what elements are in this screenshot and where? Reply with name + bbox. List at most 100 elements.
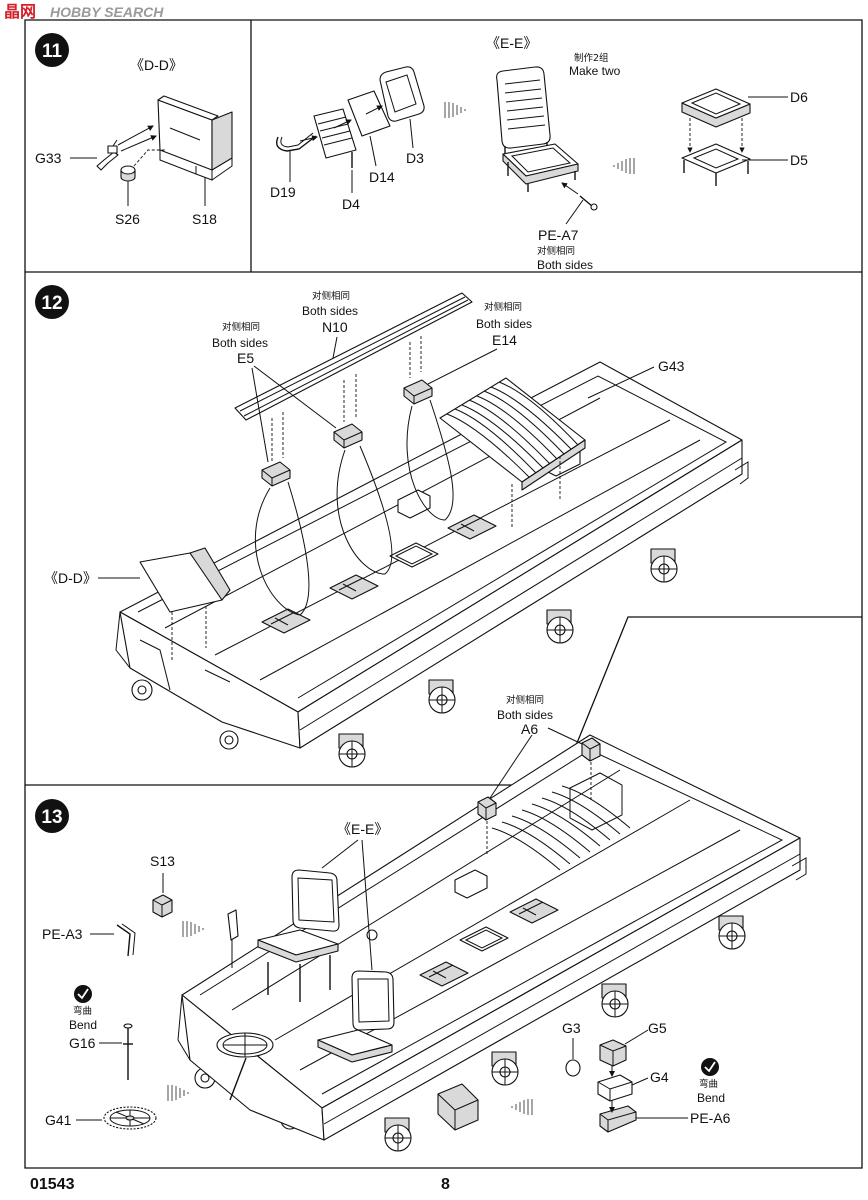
e5-both-sides-cn: 对侧相同 <box>222 321 260 333</box>
panel-frames <box>24 19 863 1169</box>
part-n10-bench <box>234 292 473 462</box>
both-sides-cn: 对侧相同 <box>537 245 575 257</box>
bend-left-cn: 弯曲 <box>73 1005 92 1017</box>
part-label-pe-a6: PE-A6 <box>690 1110 731 1126</box>
assembly-arrows-11-left <box>117 125 166 167</box>
view-ee-label: 《E-E》 <box>486 35 537 51</box>
step-13-number-badge: 13 <box>35 799 69 833</box>
n10-both-sides-en: Both sides <box>302 304 358 318</box>
part-label-g33: G33 <box>35 150 62 166</box>
leader-lines-12 <box>98 336 655 579</box>
part-s13-block <box>152 894 173 918</box>
part-e14-bracket <box>403 379 433 405</box>
part-label-e5: E5 <box>237 350 254 366</box>
part-label-d6: D6 <box>790 89 808 105</box>
part-label-g16: G16 <box>69 1035 96 1051</box>
assembly-flow-arrow-icon <box>182 920 204 938</box>
part-d4-frame <box>313 108 357 168</box>
bend-check-icon <box>74 985 92 1003</box>
logo-brand: HOBBY SEARCH <box>50 4 164 20</box>
part-label-g5: G5 <box>648 1020 667 1036</box>
suspension-unit <box>546 609 574 644</box>
part-g3-disc <box>565 1059 581 1077</box>
bend-right-cn: 弯曲 <box>699 1078 718 1090</box>
a6-both-sides-cn: 对侧相同 <box>506 694 544 706</box>
e14-both-sides-en: Both sides <box>476 317 532 331</box>
part-label-pe-a3: PE-A3 <box>42 926 83 942</box>
step-11-number: 11 <box>42 41 63 62</box>
view-dd-label: 《D-D》 <box>130 57 183 73</box>
suspension-unit <box>131 679 239 750</box>
part-e5-bracket <box>261 423 363 487</box>
part-label-pe-a7: PE-A7 <box>538 227 579 243</box>
part-s26-knob <box>120 165 136 182</box>
assembly-flow-arrow-icon <box>167 1084 189 1102</box>
a6-both-sides-en: Both sides <box>497 708 553 722</box>
part-label-n10: N10 <box>322 319 348 335</box>
bend-right-en: Bend <box>697 1091 725 1105</box>
part-d3-cushion <box>379 66 425 122</box>
leader-lines-d6-d5 <box>742 96 788 161</box>
part-a6-block <box>477 737 601 856</box>
step-12-number: 12 <box>41 293 62 314</box>
step-13-number: 13 <box>41 807 62 828</box>
part-g43-ribbed-cover <box>439 377 586 528</box>
logo-mark: 晶网 <box>4 2 36 21</box>
assembly-arrows-d6-d5 <box>687 118 745 153</box>
part-label-e14: E14 <box>492 332 517 348</box>
assembly-arrows-11-right <box>299 105 383 142</box>
part-label-d5: D5 <box>790 152 808 168</box>
kit-number: 01543 <box>30 1176 75 1193</box>
view-ee-label-13: 《E-E》 <box>337 821 388 837</box>
make-two-cn: 制作2组 <box>574 52 609 64</box>
part-label-s26: S26 <box>115 211 140 227</box>
part-g41-wheel <box>103 1106 157 1130</box>
part-label-s13: S13 <box>150 853 175 869</box>
part-dd-panel <box>139 547 231 660</box>
step-11-number-badge: 11 <box>35 33 69 67</box>
page-number: 8 <box>441 1176 450 1193</box>
part-g4-block <box>597 1074 633 1102</box>
e14-both-sides-cn: 对侧相同 <box>484 301 522 313</box>
bend-check-icon <box>701 1058 719 1076</box>
suspension-unit <box>650 548 678 583</box>
part-s18-panel <box>157 95 233 181</box>
part-d5-frame <box>681 143 751 186</box>
part-pe-a6-plate <box>599 1105 637 1133</box>
assembly-flow-arrow-icon <box>444 101 466 119</box>
part-pe-a3-bracket <box>116 923 136 957</box>
part-label-s18: S18 <box>192 211 217 227</box>
part-g33-lever <box>96 139 119 171</box>
part-g5-block <box>599 1039 627 1067</box>
make-two-en: Make two <box>569 64 621 78</box>
assembly-flow-arrow-icon <box>613 157 635 175</box>
leader-lines-13 <box>76 727 688 1121</box>
part-label-g3: G3 <box>562 1020 581 1036</box>
e5-both-sides-en: Both sides <box>212 336 268 350</box>
part-label-g4: G4 <box>650 1069 669 1085</box>
installed-seat-front <box>257 869 340 1002</box>
watermark-logo: 晶网 HOBBY SEARCH <box>4 2 164 21</box>
hull-step-12 <box>115 361 749 768</box>
suspension-unit <box>384 1117 412 1152</box>
suspension-unit <box>601 983 629 1018</box>
installed-bracket <box>227 909 239 968</box>
suspension-unit <box>428 679 456 714</box>
part-label-d3: D3 <box>406 150 424 166</box>
hull-step-13 <box>177 734 807 1152</box>
part-label-g43: G43 <box>658 358 685 374</box>
leader-lines-11-right <box>289 118 414 193</box>
part-d6-cushion <box>681 88 751 128</box>
part-label-d14: D14 <box>369 169 395 185</box>
step-12-number-badge: 12 <box>35 285 69 319</box>
installed-steering-wheel <box>216 1032 274 1101</box>
part-pe-a7-pin <box>561 182 598 225</box>
part-d19-handle <box>275 132 317 152</box>
both-sides-en: Both sides <box>537 258 593 272</box>
bend-left-en: Bend <box>69 1018 97 1032</box>
assembled-seat-ee <box>496 66 579 192</box>
view-dd-label-12: 《D-D》 <box>44 570 97 586</box>
part-label-d4: D4 <box>342 196 360 212</box>
part-d14-plate <box>347 90 391 137</box>
